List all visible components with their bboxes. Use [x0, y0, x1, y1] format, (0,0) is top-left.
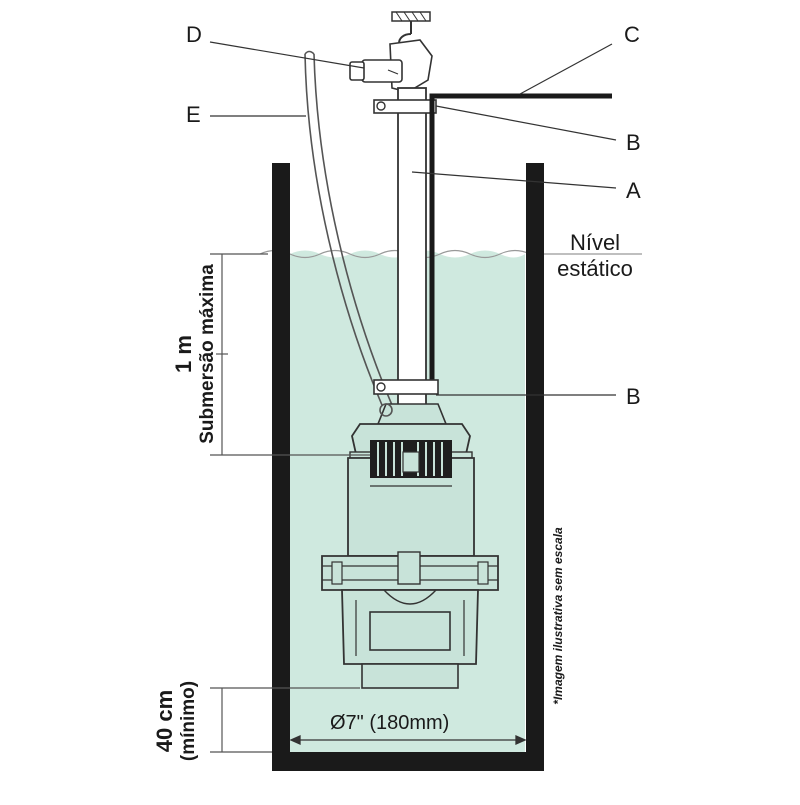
- pipe-clamp-upper: [373, 99, 437, 114]
- dimension-diameter: [289, 734, 527, 746]
- leader-lines: [209, 41, 617, 396]
- submersible-pump: [321, 423, 499, 689]
- dimension-min-height: [210, 687, 360, 753]
- leader-c: [519, 43, 613, 95]
- label-b-top: B: [626, 130, 641, 155]
- static-level-label: Nível estático: [545, 230, 645, 282]
- pipe-clamp-lower: [373, 379, 439, 395]
- discharge-pipe-a: [397, 87, 427, 407]
- label-e: E: [186, 102, 201, 127]
- leader-d: [209, 41, 365, 69]
- safety-rope-c: [429, 93, 612, 392]
- leader-b-top: [435, 105, 617, 141]
- label-d: D: [186, 22, 202, 47]
- water-surface-line: [259, 249, 531, 259]
- min-height-value: 40 cm: [152, 689, 177, 753]
- diameter-label: Ø7" (180mm): [330, 712, 450, 734]
- well-wall-right: [526, 163, 544, 771]
- cable-loop: [379, 403, 393, 417]
- well-bottom: [272, 752, 544, 771]
- static-level-line2: estático: [557, 256, 633, 281]
- check-valve-d: [349, 59, 403, 83]
- footnote-scale: *Imagem ilustrativa sem escala: [551, 527, 565, 705]
- well-wall-left: [272, 163, 290, 771]
- max-submersion-value: 1 m: [171, 335, 196, 373]
- max-submersion-label: 1 m Submersão máxima: [171, 254, 223, 454]
- static-level-line1: Nível: [569, 230, 621, 255]
- dimension-max-submersion: [210, 253, 370, 456]
- min-height-caption: (mínimo): [178, 680, 199, 762]
- well-casing: [272, 163, 544, 771]
- label-b-bottom: B: [626, 384, 641, 409]
- pump-coupling: [376, 403, 448, 425]
- min-height-label: 40 cm (mínimo): [152, 661, 204, 781]
- label-a: A: [626, 178, 641, 203]
- power-cable-e: [304, 50, 393, 406]
- leader-a: [411, 171, 617, 189]
- max-submersion-caption: Submersão máxima: [197, 264, 218, 444]
- label-c: C: [624, 22, 640, 47]
